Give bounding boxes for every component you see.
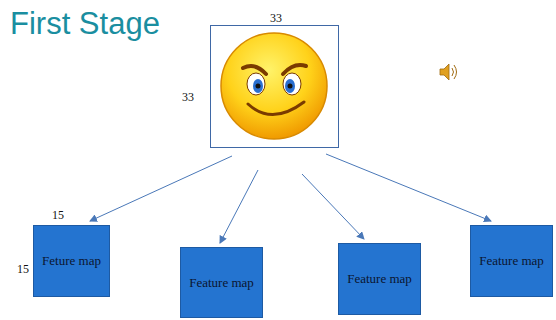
smiley-face <box>221 33 327 139</box>
dimension-height: 15 <box>17 262 29 277</box>
dimension-width: 15 <box>52 208 64 223</box>
feature-map-box: Feature map <box>180 247 263 318</box>
feature-map-box: Feature map <box>470 225 553 297</box>
box-label: Feature map <box>185 274 258 292</box>
box-label: Feature map <box>343 270 416 288</box>
feature-map-box: Feature map <box>338 243 421 315</box>
speaker-icon <box>440 64 457 80</box>
dimension-height: 33 <box>182 90 194 105</box>
box-label: Feature map <box>475 252 548 270</box>
dimension-width: 33 <box>270 11 282 26</box>
feature-map-box: Feture map <box>33 225 110 297</box>
arrow-lines <box>90 154 491 243</box>
box-label: Feture map <box>38 252 105 270</box>
slide-title: First Stage <box>10 6 160 42</box>
image-frame <box>211 26 339 148</box>
